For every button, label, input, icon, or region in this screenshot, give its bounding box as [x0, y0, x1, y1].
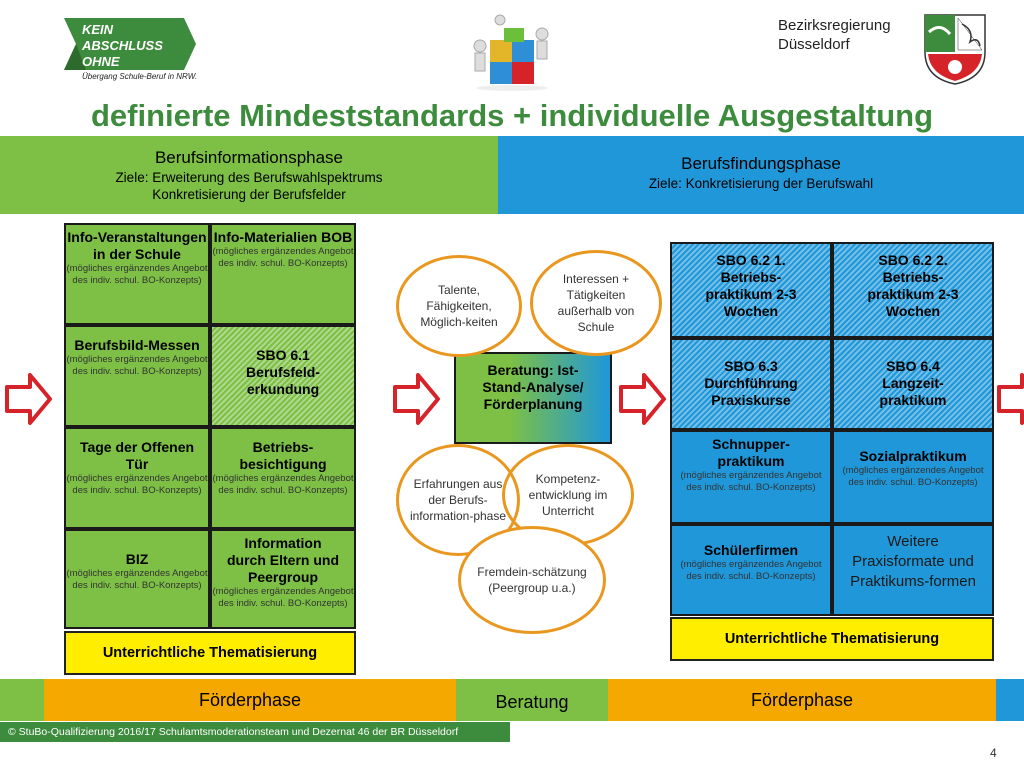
phase-info-goal1: Ziele: Erweiterung des Berufswahlspektru…: [115, 170, 383, 185]
box-note: (mögliches ergänzendes Angebot des indiv…: [842, 465, 984, 488]
nrw-coat-of-arms-icon: [922, 12, 988, 86]
box-title: Betriebs-besichtigung: [239, 439, 327, 472]
right-unterrichtliche-thematisierung: Unterrichtliche Thematisierung: [670, 617, 994, 661]
phase-info-goal2: Konkretisierung der Berufsfelder: [152, 187, 346, 202]
box-title: SBO 6.3 Durchführung Praxiskurse: [704, 358, 798, 408]
box-title: Information durch Eltern und Peergroup: [227, 535, 339, 585]
logo-line1: KEIN ABSCHLUSS: [82, 22, 163, 53]
box-title: Weitere Praxisformate und Praktikums-for…: [850, 533, 976, 590]
puzzle-teamwork-image: [460, 10, 560, 92]
box-info-veranstaltungen: Info-Veranstaltungen in der Schule (mögl…: [64, 223, 210, 325]
box-note: (mögliches ergänzendes Angebot des indiv…: [66, 568, 208, 591]
box-schnupperpraktikum: Schnupper-praktikum (mögliches ergänzend…: [670, 430, 832, 524]
box-note: (mögliches ergänzendes Angebot des indiv…: [680, 559, 822, 582]
bar-beratung: Beratung: [456, 679, 608, 721]
box-title: Info-Materialien BOB: [213, 229, 353, 245]
phase-find-title: Berufsfindungsphase: [681, 154, 841, 173]
box-weitere-praxisformate: Weitere Praxisformate und Praktikums-for…: [832, 524, 994, 616]
box-tage-offene-tuer: Tage der Offenen Tür (mögliches ergänzen…: [64, 427, 210, 529]
phase-find-goal: Ziele: Konkretisierung der Berufswahl: [648, 176, 874, 191]
box-title: Schülerfirmen: [703, 542, 799, 558]
box-sbo-6-3: SBO 6.3 Durchführung Praxiskurse: [670, 338, 832, 430]
box-title: Info-Veranstaltungen in der Schule: [67, 229, 207, 262]
box-beratung-ist-stand: Beratung: Ist-Stand-Analyse/ Förderplanu…: [454, 352, 612, 444]
footer-copyright: © StuBo-Qualifizierung 2016/17 Schulamts…: [8, 726, 459, 738]
footer-bar: © StuBo-Qualifizierung 2016/17 Schulamts…: [0, 722, 510, 742]
page-title: definierte Mindeststandards + individuel…: [90, 98, 934, 133]
box-betriebsbesichtigung: Betriebs-besichtigung (mögliches ergänze…: [210, 427, 356, 529]
page-number: 4: [990, 746, 997, 760]
bottom-phase-bar: Förderphase Beratung Förderphase: [0, 679, 1024, 721]
box-note: (mögliches ergänzendes Angebot des indiv…: [212, 586, 354, 609]
bar-foerderphase-right: Förderphase: [608, 679, 996, 721]
bar-label: Förderphase: [198, 690, 302, 710]
authority-line1: Bezirksregierung: [778, 17, 891, 34]
authority-line2: Düsseldorf: [778, 36, 850, 53]
box-title: Tage der Offenen Tür: [79, 439, 195, 472]
phase-info-title: Berufsinformationsphase: [154, 148, 344, 167]
box-title: SBO 6.4 Langzeit-praktikum: [879, 358, 947, 408]
ellipse-fremdeinschaetzung: Fremdein-schätzung (Peergroup u.a.): [458, 526, 606, 634]
arrow-right-icon: [618, 372, 668, 431]
box-title: BIZ: [125, 551, 149, 567]
authority-name: Bezirksregierung Düsseldorf: [778, 16, 891, 54]
kein-abschluss-logo: KEIN ABSCHLUSS OHNE ANSCHLUSS Übergang S…: [60, 14, 200, 86]
box-note: (mögliches ergänzendes Angebot des indiv…: [66, 263, 208, 286]
box-note: (mögliches ergänzendes Angebot des indiv…: [680, 470, 822, 493]
box-berufsbild-messen: Berufsbild-Messen (mögliches ergänzendes…: [64, 325, 210, 427]
bar-foerderphase-left: Förderphase: [44, 679, 456, 721]
ellipse-talente: Talente, Fähigkeiten, Möglich-keiten: [396, 255, 522, 357]
box-info-eltern-peergroup: Information durch Eltern und Peergroup (…: [210, 529, 356, 629]
arrow-right-icon: [4, 372, 54, 431]
box-note: (mögliches ergänzendes Angebot des indiv…: [212, 246, 354, 269]
box-note: (mögliches ergänzendes Angebot des indiv…: [212, 473, 354, 496]
logo-text: KEIN ABSCHLUSS OHNE ANSCHLUSS: [82, 22, 192, 86]
box-note: (mögliches ergänzendes Angebot des indiv…: [66, 473, 208, 496]
logo-badge-icon: [64, 18, 196, 70]
box-info-materialien: Info-Materialien BOB (mögliches ergänzen…: [210, 223, 356, 325]
logo-line2: OHNE ANSCHLUSS: [82, 54, 163, 85]
box-note: (mögliches ergänzendes Angebot des indiv…: [66, 354, 208, 377]
box-biz: BIZ (mögliches ergänzendes Angebot des i…: [64, 529, 210, 629]
bar-label: Förderphase: [750, 690, 854, 710]
box-title: Schnupper-praktikum: [712, 436, 790, 469]
bar-blue-right: [996, 679, 1024, 721]
box-title: SBO 6.2 2. Betriebs-praktikum 2-3 Wochen: [867, 252, 959, 319]
box-schuelerfirmen: Schülerfirmen (mögliches ergänzendes Ang…: [670, 524, 832, 616]
box-sbo-6-2-second: SBO 6.2 2. Betriebs-praktikum 2-3 Wochen: [832, 242, 994, 338]
phase-berufsinformation: Berufsinformationsphase Ziele: Erweiteru…: [0, 136, 498, 214]
logo-subline: Übergang Schule-Beruf in NRW.: [82, 72, 198, 81]
box-sbo-6-2-first: SBO 6.2 1. Betriebs-praktikum 2-3 Wochen: [670, 242, 832, 338]
box-title: Berufsbild-Messen: [74, 337, 200, 353]
ellipse-interessen: Interessen + Tätigkeiten außerhalb von S…: [530, 250, 662, 356]
box-sbo-6-4: SBO 6.4 Langzeit-praktikum: [832, 338, 994, 430]
arrow-right-icon: [392, 372, 442, 431]
box-title: SBO 6.1 Berufsfeld-erkundung: [246, 347, 320, 397]
box-sbo-6-1: SBO 6.1 Berufsfeld-erkundung: [210, 325, 356, 427]
left-unterrichtliche-thematisierung: Unterrichtliche Thematisierung: [64, 631, 356, 675]
phase-berufsfindung: Berufsfindungsphase Ziele: Konkretisieru…: [498, 136, 1024, 214]
box-title: Sozialpraktikum: [859, 448, 967, 464]
box-sozialpraktikum: Sozialpraktikum (mögliches ergänzendes A…: [832, 430, 994, 524]
box-title: Beratung: Ist-Stand-Analyse/ Förderplanu…: [482, 362, 584, 412]
bar-green-left: [0, 679, 44, 721]
bar-label: Beratung: [495, 692, 569, 712]
arrow-right-icon: [996, 372, 1024, 431]
box-title: SBO 6.2 1. Betriebs-praktikum 2-3 Wochen: [705, 252, 797, 319]
